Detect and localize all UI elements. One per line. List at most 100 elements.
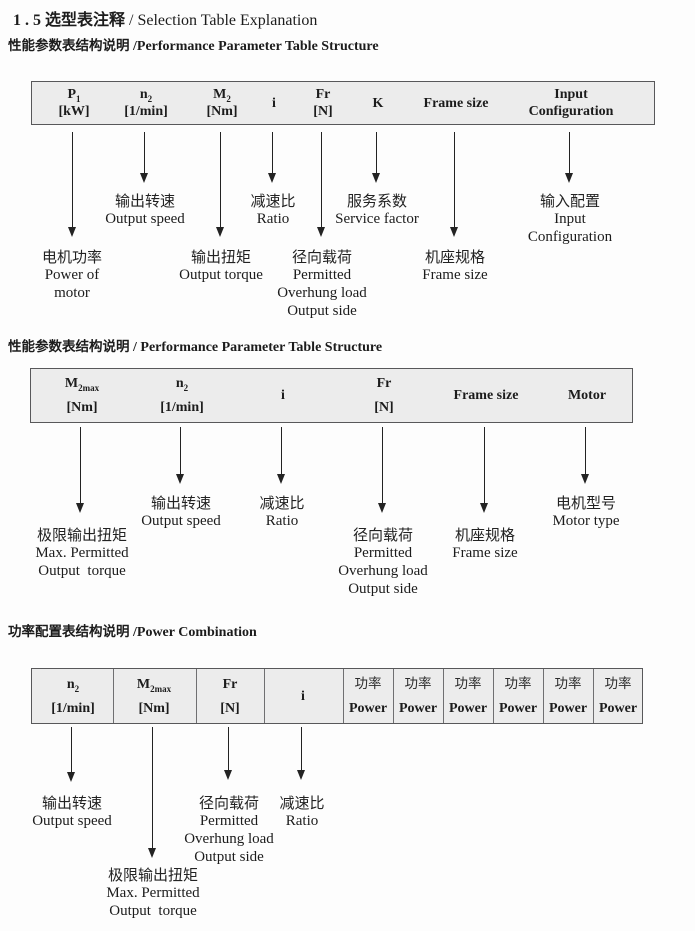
header-symbol: i: [301, 688, 305, 704]
arrow-down: [277, 427, 286, 484]
section-heading-en: Performance Parameter Table Structure: [136, 39, 379, 54]
field-label-chinese: 输入配置: [539, 192, 600, 210]
arrow-down: [67, 727, 76, 782]
column-divider: [543, 669, 544, 723]
arrow-down: [297, 727, 306, 780]
arrow-down: [148, 727, 157, 858]
table-column-header: M2max[Nm]: [65, 369, 99, 422]
header-subscript: 2: [226, 93, 231, 104]
header-symbol: 功率: [604, 675, 632, 692]
header-unit: Power: [498, 700, 538, 716]
field-label-english: Output side: [194, 849, 264, 865]
field-label-english: Frame size: [422, 267, 488, 283]
field-label-chinese: 输出转速: [41, 794, 103, 812]
page-title-zh: 1 . 5 选型表注释: [13, 12, 126, 29]
header-symbol: P1: [67, 87, 81, 104]
arrow-down: [581, 427, 590, 484]
header-symbol: K: [372, 95, 384, 111]
section-heading-en: Performance Parameter Table Structure: [140, 340, 383, 355]
section-heading-performance-1: 性能参数表结构说明 /Performance Parameter Table S…: [8, 34, 379, 55]
field-label-chinese: 减速比: [250, 192, 296, 210]
page-title-en: Selection Table Explanation: [137, 12, 318, 29]
page-title-separator: /: [125, 12, 138, 29]
column-divider: [264, 669, 265, 723]
header-symbol: 功率: [354, 675, 382, 692]
arrow-down: [268, 132, 277, 183]
header-unit: Power: [548, 700, 588, 716]
field-label-english: Ratio: [265, 513, 299, 529]
header-unit: Power: [348, 700, 388, 716]
header-unit: [Nm]: [138, 700, 170, 716]
header-unit: [1/min]: [160, 400, 204, 415]
field-label-chinese: 减速比: [279, 794, 325, 812]
field-label-english: Output torque: [109, 903, 197, 919]
field-label-english: Max. Permitted: [106, 885, 200, 901]
field-label-chinese: 径向载荷: [198, 794, 259, 812]
header-symbol: i: [272, 95, 276, 111]
field-label-english: Service factor: [335, 211, 419, 227]
table-column-header: Fr[N]: [220, 669, 239, 723]
header-symbol: 功率: [504, 675, 532, 692]
column-divider: [393, 669, 394, 723]
header-symbol: Fr: [376, 376, 392, 391]
header-subscript: 2max: [150, 683, 172, 694]
field-label-chinese: 输出转速: [150, 494, 212, 512]
header-symbol: Motor: [567, 388, 607, 403]
arrow-down: [140, 132, 149, 183]
table-column-header: i: [301, 669, 305, 723]
section-heading-separator: /: [129, 625, 137, 640]
column-divider: [443, 669, 444, 723]
header-symbol: 功率: [554, 675, 582, 692]
arrow-down: [378, 427, 387, 513]
arrow-down: [76, 427, 85, 513]
header-unit: [kW]: [58, 104, 90, 119]
header-subscript: 2: [183, 382, 189, 393]
table-column-header: 功率 Power: [549, 669, 587, 723]
header-symbol: i: [281, 388, 285, 403]
header-unit: [Nm]: [206, 104, 238, 119]
table-column-header: Fr [N]: [374, 369, 393, 422]
arrow-down: [176, 427, 185, 484]
field-label-chinese: 电机型号: [555, 494, 617, 512]
column-divider: [493, 669, 494, 723]
arrow-down: [565, 132, 574, 183]
header-symbol: Fr: [222, 676, 238, 692]
table-column-header: Fr[N]: [313, 82, 332, 124]
header-unit: [N]: [374, 400, 394, 415]
column-divider: [196, 669, 197, 723]
field-label-english: Output side: [287, 303, 357, 319]
arrow-down: [317, 132, 326, 237]
table-column-header: 功率 Power: [499, 669, 537, 723]
table-column-header: M2max[Nm]: [137, 669, 171, 723]
header-subscript: 2: [74, 683, 80, 694]
header-symbol: n2: [66, 676, 80, 694]
arrow-down: [450, 132, 459, 237]
table-column-header: i: [281, 369, 285, 422]
field-label-chinese: 极限输出扭矩: [107, 866, 199, 884]
field-label-english: Input: [554, 211, 586, 227]
section-heading-separator: /: [129, 340, 141, 355]
section-heading-power-combination: 功率配置表结构说明 /Power Combination: [8, 620, 257, 641]
field-label-english: Permitted: [353, 545, 413, 561]
field-label-english: Ratio: [256, 211, 290, 227]
field-label-chinese: 输出转速: [114, 192, 176, 210]
header-unit: [N]: [313, 104, 333, 119]
table-column-header: Motor: [568, 369, 606, 422]
field-label-chinese: 径向载荷: [352, 526, 413, 544]
header-unit: [1/min]: [124, 104, 168, 119]
field-label-english: Overhung load: [184, 831, 274, 847]
field-label-chinese: 机座规格: [424, 248, 486, 266]
section-heading-performance-2: 性能参数表结构说明 / Performance Parameter Table …: [8, 335, 382, 356]
